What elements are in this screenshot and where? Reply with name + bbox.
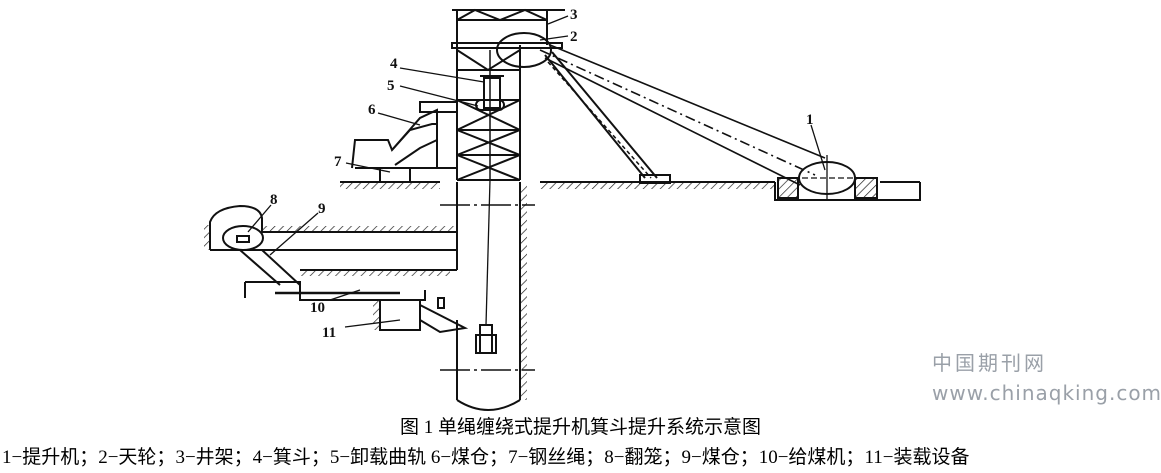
underground-station	[204, 204, 469, 334]
hoist-system-diagram: 1 2 3 4 5 6 7 8 9 10 11	[204, 7, 921, 411]
legend-item: 8−翻笼；	[604, 447, 682, 468]
figure-legend: 1−提升机；2−天轮；3−井架；4−箕斗；5−卸载曲轨 6−煤仓；7−钢丝绳；8…	[2, 446, 969, 470]
callout-10: 10	[310, 300, 325, 316]
wire-ropes	[539, 44, 826, 186]
callout-7: 7	[334, 154, 342, 170]
legend-item: 1−提升机；	[2, 447, 99, 468]
watermark-site-name: 中国期刊网	[932, 351, 1047, 375]
shaft	[440, 179, 535, 411]
leader-lines	[247, 15, 826, 328]
watermark-url: www.chinaqking.com	[932, 381, 1161, 405]
legend-item: 4−箕斗；	[252, 447, 330, 468]
legend-item: 2−天轮；	[98, 447, 176, 468]
callout-8: 8	[270, 192, 278, 208]
legend-item: 5−卸载曲轨	[329, 447, 431, 468]
legend-item: 7−钢丝绳；	[508, 447, 605, 468]
legend-item: 11−装载设备	[864, 447, 970, 468]
legend-item: 6−煤仓；	[430, 447, 509, 468]
headframe	[451, 8, 565, 181]
head-sheave	[496, 32, 552, 68]
callout-5: 5	[387, 78, 395, 94]
callout-4: 4	[390, 56, 398, 72]
legend-item: 9−煤仓；	[681, 447, 759, 468]
figure-caption: 图 1 单绳缠绕式提升机箕斗提升系统示意图	[399, 417, 761, 438]
hoist-machine	[774, 155, 921, 201]
callout-6: 6	[368, 102, 376, 118]
callout-9: 9	[318, 201, 326, 217]
legend-item: 10−给煤机；	[758, 447, 865, 468]
surface-coal-bin	[351, 101, 458, 182]
inclined-gantry	[544, 51, 671, 184]
callout-3: 3	[570, 7, 578, 23]
legend-item: 3−井架；	[175, 447, 253, 468]
callout-2: 2	[570, 29, 578, 45]
callout-11: 11	[322, 325, 336, 341]
callout-1: 1	[806, 112, 814, 128]
ground-surface	[340, 181, 920, 189]
